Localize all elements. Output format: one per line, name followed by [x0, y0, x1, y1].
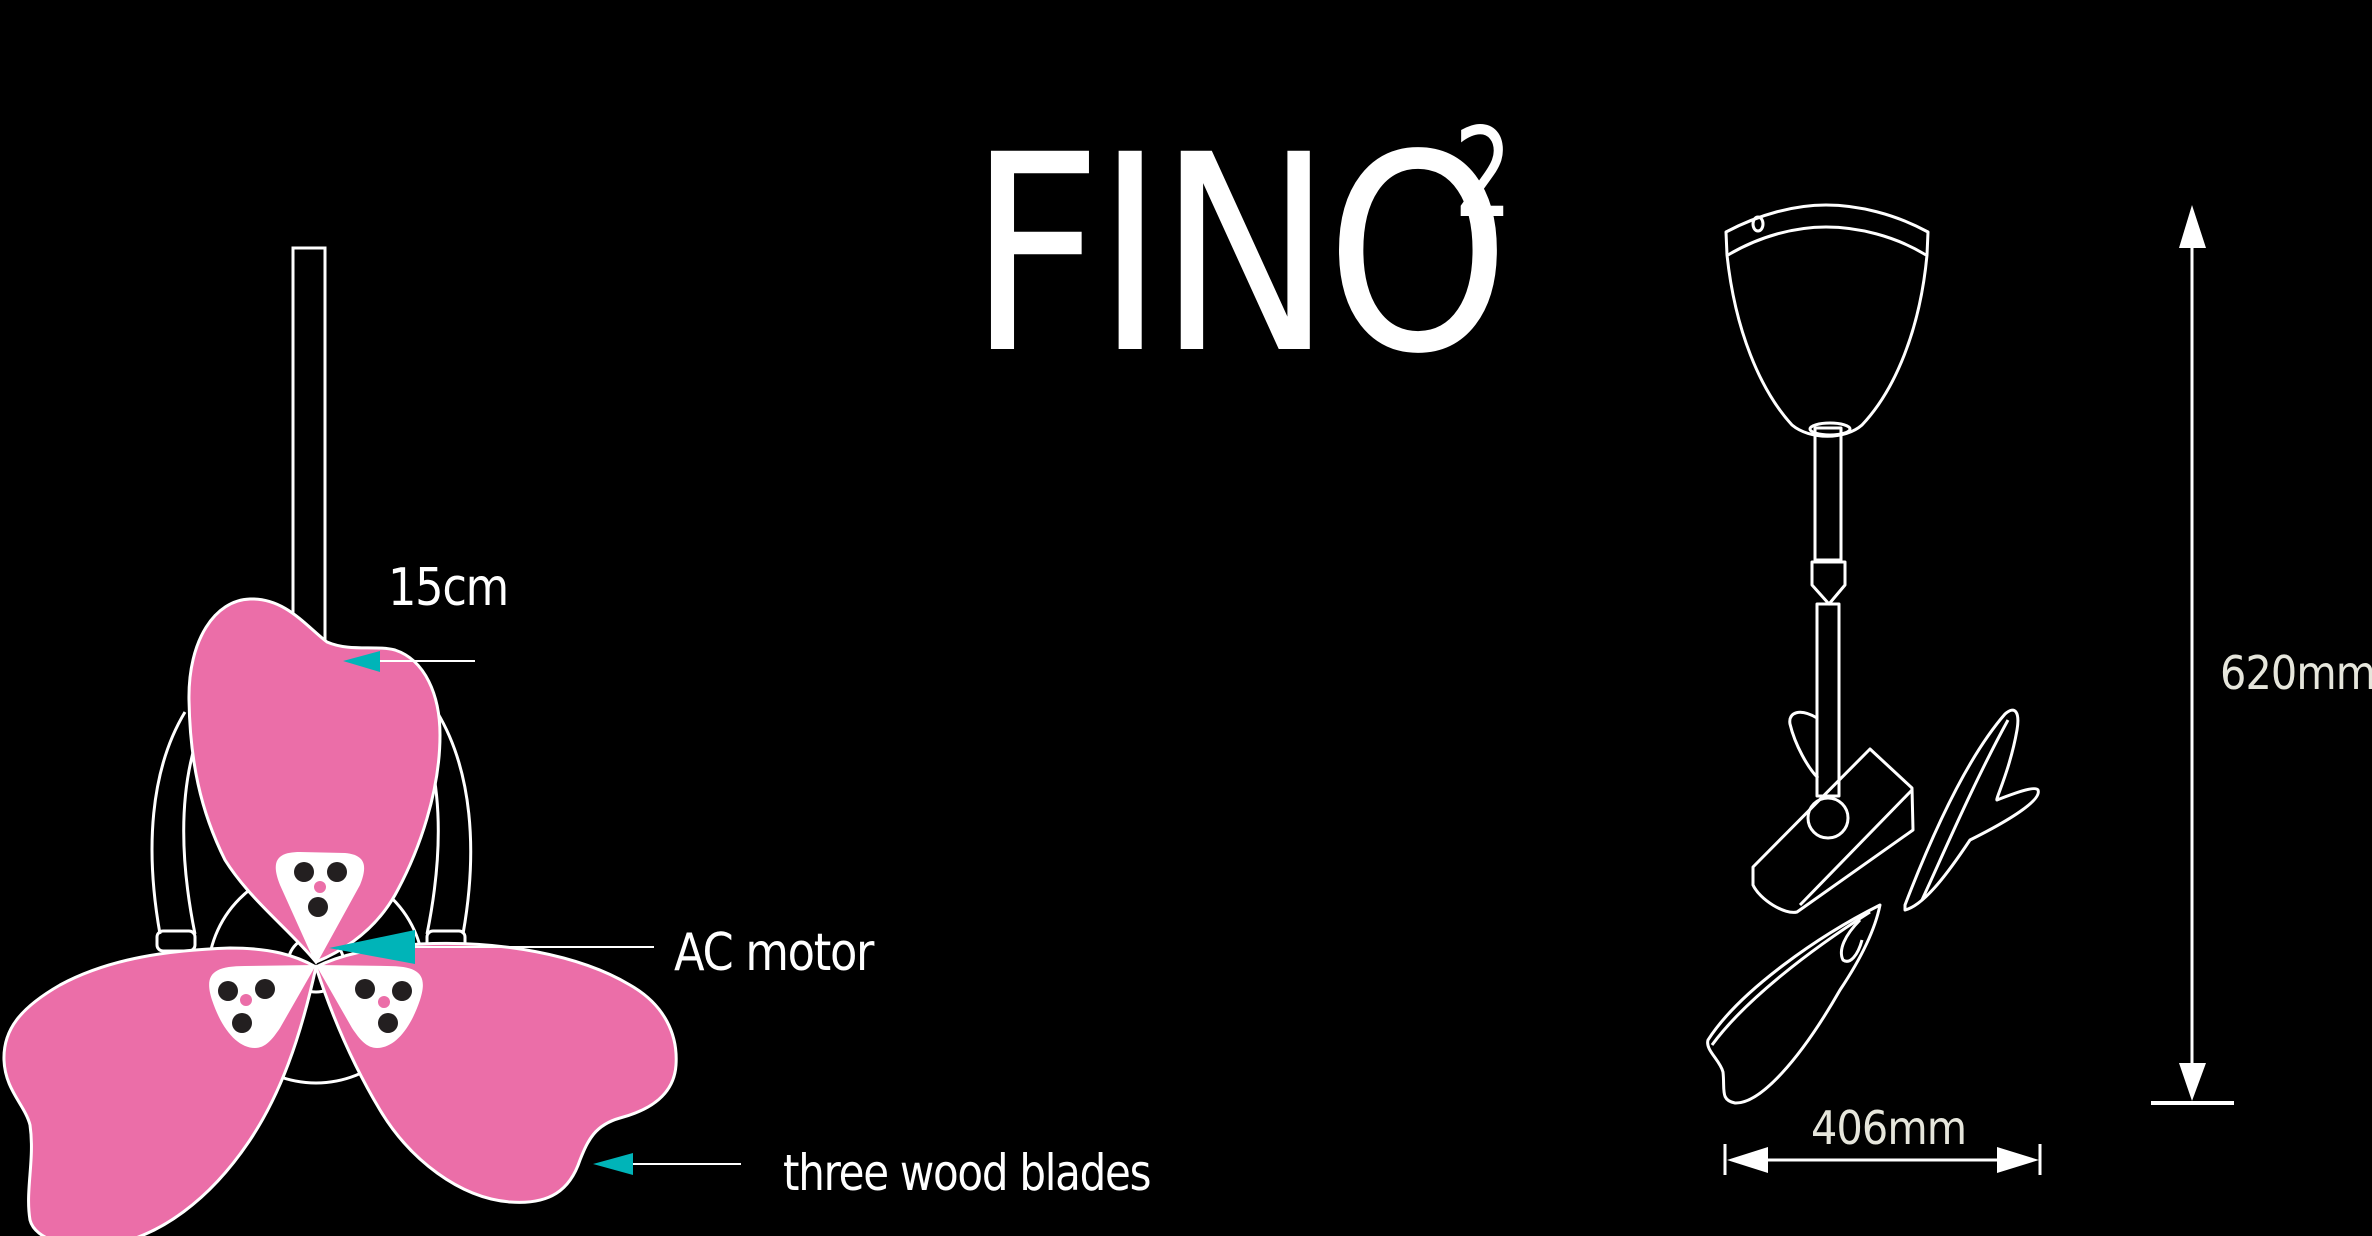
- height-dimension-label: 620mm: [2220, 646, 2372, 700]
- fan-side-view: [1706, 203, 2040, 1105]
- canopy: [1724, 203, 1930, 438]
- blades-label: three wood blades: [783, 1144, 1152, 1202]
- dimension-height: [2151, 205, 2234, 1105]
- bolt: [232, 1013, 252, 1033]
- bolt: [255, 979, 275, 999]
- width-dimension-label: 406mm: [1811, 1101, 1967, 1155]
- arrow-ac-motor: [329, 930, 654, 964]
- bolt: [378, 1013, 398, 1033]
- product-title: FINO: [968, 98, 1510, 414]
- motor-edge: [1798, 788, 1914, 907]
- blade-edge: [1710, 910, 1871, 1046]
- coupler: [1810, 560, 1847, 606]
- product-title-superscript: 2: [1454, 102, 1513, 246]
- motor-knuckle: [1806, 796, 1850, 840]
- canopy-ring: [1808, 421, 1852, 437]
- blade-edge: [1920, 719, 2010, 901]
- motor-label: AC motor: [674, 923, 874, 983]
- blade-lower-left: [1706, 903, 1882, 1105]
- down-rod: [291, 246, 327, 642]
- arrow-blades: [593, 1153, 741, 1175]
- blade-loop: [1839, 918, 1864, 963]
- back-blade: [1788, 710, 1820, 780]
- center-dot: [314, 881, 326, 893]
- upper-rod: [1813, 426, 1843, 562]
- bolt: [327, 862, 347, 882]
- rod-length-label: 15cm: [388, 558, 509, 618]
- motor-housing: [1751, 747, 1915, 914]
- arrow-15cm: [343, 651, 475, 672]
- lower-rod: [1815, 602, 1841, 798]
- dimension-width: [1723, 1144, 2042, 1175]
- blade-top: [187, 597, 442, 964]
- canopy-hole: [1751, 215, 1765, 233]
- bolt: [355, 979, 375, 999]
- bolt: [392, 981, 412, 1001]
- center-dot: [378, 996, 390, 1008]
- bolt: [308, 897, 328, 917]
- blade-upper-right: [1903, 708, 2040, 912]
- center-dot: [240, 994, 252, 1006]
- bracket-foot-left: [155, 929, 197, 953]
- bolt: [218, 981, 238, 1001]
- canopy-band: [1727, 225, 1927, 257]
- bolt: [294, 862, 314, 882]
